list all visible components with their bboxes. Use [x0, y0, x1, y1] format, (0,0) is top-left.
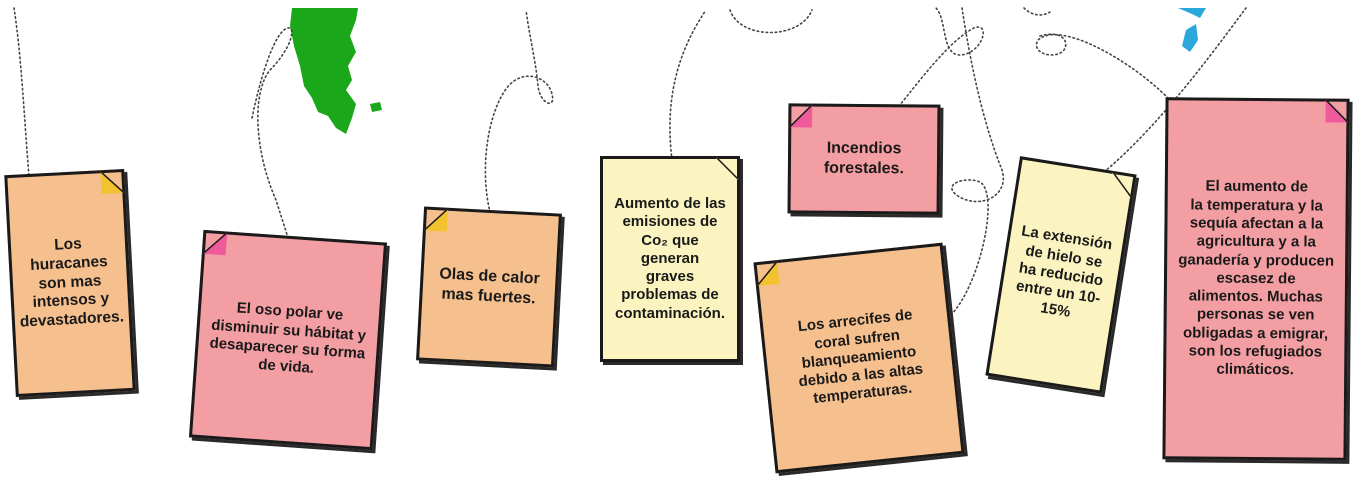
folded-corner-icon — [716, 156, 740, 180]
sticky-note-coral-reefs: Los arrecifes de coral sufren blanqueami… — [753, 242, 965, 474]
string-6 — [895, 7, 985, 111]
sticky-note-hurricanes: Los huracanes son mas intensos y devasta… — [4, 169, 136, 397]
sticky-note-wildfires: Incendios forestales. — [787, 103, 941, 215]
blue-ice-shape — [1178, 8, 1206, 18]
sticky-note-climate-refugees: El aumento de la temperatura y la sequía… — [1162, 97, 1350, 461]
string-1 — [13, 7, 31, 189]
note-text: El oso polar ve disminuir su hábitat y d… — [209, 299, 367, 378]
sticky-note-emissions: Aumento de las emisiones de Co₂ que gene… — [600, 156, 740, 362]
note-text: Incendios forestales. — [823, 140, 905, 178]
string-7 — [949, 7, 1005, 317]
note-text: Los arrecifes de coral sufren blanqueami… — [796, 306, 924, 408]
folded-corner-icon — [1109, 171, 1136, 198]
note-text: Aumento de las emisiones de Co₂ que gene… — [614, 194, 726, 322]
green-continent-shape — [290, 8, 358, 134]
note-text: La extensión de hielo se ha reducido ent… — [1014, 222, 1114, 322]
string-5 — [729, 9, 813, 34]
folded-corner-icon — [1325, 99, 1349, 123]
sticky-note-heat-waves: Olas de calor mas fuertes. — [416, 206, 562, 368]
folded-corner-icon — [753, 260, 779, 286]
sticky-note-ice-extent: La extensión de hielo se ha reducido ent… — [985, 156, 1137, 394]
string-9 — [1023, 7, 1051, 16]
sticky-note-polar-bear: El oso polar ve disminuir su hábitat y d… — [188, 229, 388, 451]
folded-corner-icon — [100, 169, 125, 194]
string-3 — [484, 9, 554, 227]
blue-ice-drop-shape — [1182, 24, 1198, 52]
string-2 — [251, 27, 293, 245]
folded-corner-icon — [788, 103, 812, 127]
string-4 — [669, 9, 707, 161]
folded-corner-icon — [423, 206, 448, 231]
green-island-shape — [370, 102, 382, 112]
note-text: El aumento de la temperatura y la sequía… — [1178, 177, 1335, 379]
string-8 — [1035, 33, 1169, 99]
note-text: Los huracanes son mas intensos y devasta… — [19, 235, 125, 332]
note-text: Olas de calor mas fuertes. — [438, 265, 541, 308]
folded-corner-icon — [202, 230, 228, 256]
